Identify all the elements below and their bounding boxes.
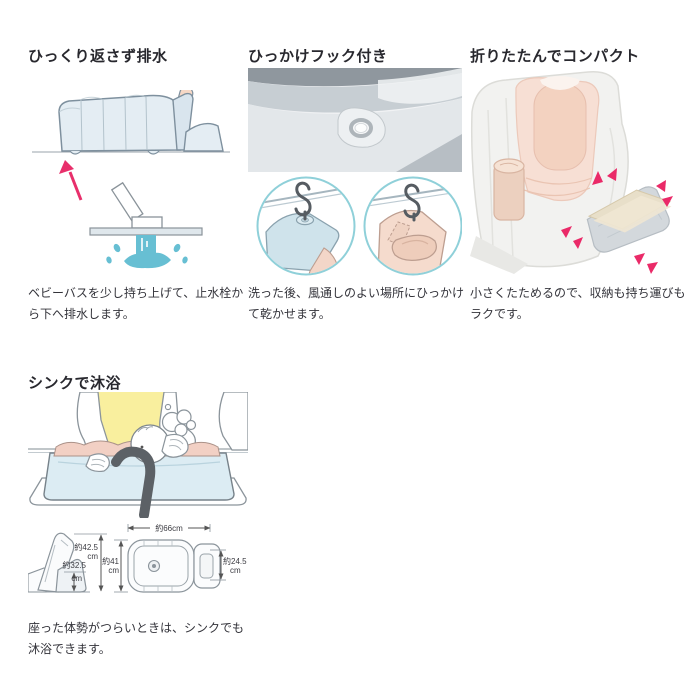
- dimension-diagram: 約42.5 cm 約32.5 cm 約66cm: [28, 523, 247, 593]
- feature-title-sink: シンクで沐浴: [28, 375, 122, 392]
- fold-photos: [470, 71, 673, 274]
- feature-title-fold: 折りたたんでコンパクト: [470, 48, 640, 65]
- up-arrow-icon: [59, 160, 83, 201]
- s-hook-icon: [294, 181, 312, 221]
- dimension-diagram-top: 約66cm 約41 cm 約24.5 cm: [102, 523, 247, 593]
- dim-width-label: 約66cm: [155, 523, 183, 533]
- dim-depth-unit: cm: [108, 566, 119, 575]
- drain-illustration: [32, 90, 230, 269]
- rolled-cushion: [391, 234, 437, 261]
- sparkle-marks: [561, 168, 673, 274]
- sink-bathing-illustration: [28, 392, 248, 518]
- feature-caption-sink: 座った体勢がつらいときは、シンクでも沐浴できます。: [28, 621, 245, 656]
- bath-stand-wedge: [183, 122, 224, 152]
- water-splash: [106, 235, 188, 269]
- hook-hole-photo: [248, 68, 462, 172]
- feature-title-hook: ひっかけフック付き: [248, 48, 388, 65]
- dim-headrest-unit: cm: [230, 566, 241, 575]
- dim-headrest-value: 約24.5: [223, 556, 247, 566]
- feature-caption-drain: ベビーバスを少し持ち上げて、止水栓から下へ排水します。: [28, 286, 244, 321]
- dim-depth-value: 約41: [102, 556, 119, 566]
- headrest-top-view: [193, 543, 221, 589]
- drain-plug: [89, 181, 203, 236]
- dim-inner-height-unit: cm: [71, 574, 82, 583]
- soap-bubbles: [161, 403, 197, 437]
- sink-surface: [89, 227, 203, 236]
- feature-caption-hook: 洗った後、風通しのよい場所にひっかけて乾かせます。: [248, 286, 465, 321]
- feature-caption-fold: 小さくたためるので、収納も持ち運びもラクです。: [470, 286, 686, 321]
- s-hook-icon: [403, 183, 421, 222]
- bath-side-view: [58, 90, 224, 155]
- hang-circle-pink: [363, 176, 462, 276]
- dim-height-value: 約42.5: [74, 542, 98, 552]
- bath-cylinder-cushion: [493, 158, 525, 221]
- adult-hand-left: [85, 453, 110, 473]
- hanging-illustrations: [256, 176, 462, 276]
- dim-inner-height-value: 約32.5: [62, 560, 86, 570]
- dimension-diagram-side: 約42.5 cm 約32.5 cm: [28, 532, 107, 593]
- faucet: [111, 446, 156, 518]
- hook-hole-tab: [337, 107, 386, 148]
- feature-title-drain: ひっくり返さず排水: [28, 48, 168, 65]
- hang-circle-blue: [256, 176, 356, 276]
- dim-height-unit: cm: [87, 552, 98, 561]
- folded-bath-photo: [586, 186, 672, 253]
